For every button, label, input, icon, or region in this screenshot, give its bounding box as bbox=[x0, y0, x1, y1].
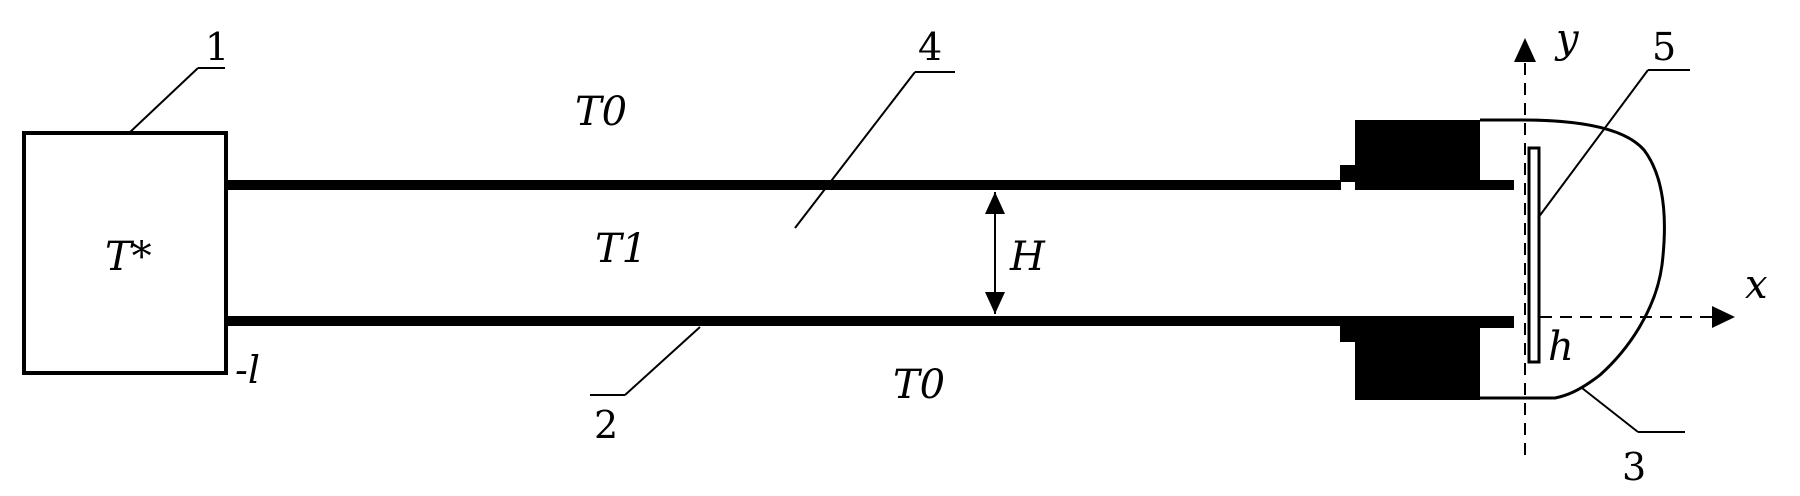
sensor-plate bbox=[1527, 146, 1541, 364]
top-wall bbox=[226, 180, 1341, 190]
leader-line-1 bbox=[127, 67, 199, 135]
label-4: 4 bbox=[918, 25, 942, 69]
y-axis-arrowhead bbox=[1514, 38, 1536, 62]
label-1: 1 bbox=[205, 25, 229, 69]
label-5: 5 bbox=[1652, 25, 1676, 69]
label-t0-top: T0 bbox=[575, 89, 627, 135]
bottom-wall bbox=[226, 316, 1341, 326]
leader-line-5 bbox=[1537, 69, 1649, 219]
h-arrowhead-bottom bbox=[985, 292, 1005, 314]
h-arrowhead-top bbox=[985, 192, 1005, 214]
label-axis-y: y bbox=[1554, 16, 1580, 62]
label-2: 2 bbox=[594, 403, 618, 447]
label-h-small: h bbox=[1548, 324, 1574, 370]
label-h-big: H bbox=[1009, 234, 1046, 280]
label-axis-x: x bbox=[1745, 262, 1768, 308]
bottom-clamp bbox=[1340, 316, 1514, 400]
x-axis-arrowhead bbox=[1712, 306, 1735, 328]
heat-source-box bbox=[22, 131, 228, 375]
label-neg-l: -l bbox=[235, 348, 260, 392]
leader-line-2 bbox=[624, 326, 701, 396]
leader-line-4 bbox=[794, 71, 916, 229]
label-3: 3 bbox=[1622, 445, 1646, 489]
leader-line-3 bbox=[1581, 387, 1639, 433]
dome-housing bbox=[1480, 118, 1666, 400]
label-t1: T1 bbox=[595, 226, 647, 272]
label-t0-bottom: T0 bbox=[893, 362, 945, 408]
label-t-star: T* bbox=[105, 234, 152, 280]
top-clamp bbox=[1340, 120, 1514, 190]
